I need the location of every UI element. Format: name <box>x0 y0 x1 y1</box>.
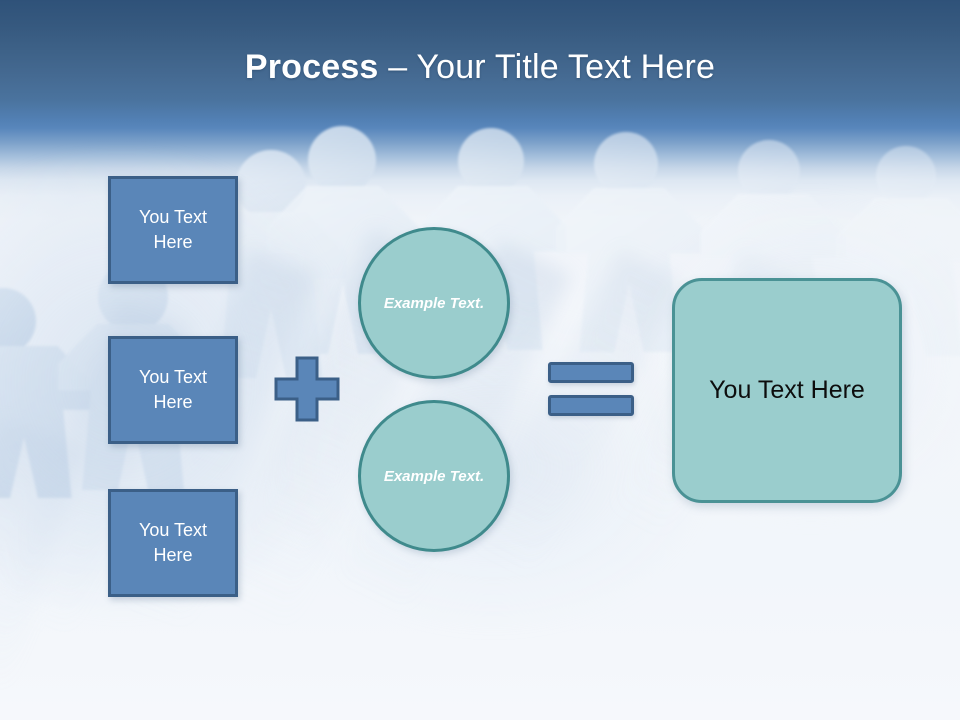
input-box-1-label: You Text Here <box>138 207 208 252</box>
factor-circle-2-label: Example Text. <box>383 467 485 485</box>
result-box-label: You Text Here <box>709 376 865 404</box>
factor-circle-1[interactable]: Example Text. <box>358 227 510 379</box>
slide-title-bar: Process – Your Title Text Here <box>0 0 960 128</box>
paper-doll-head <box>458 128 524 194</box>
input-box-3[interactable]: You Text Here <box>108 489 238 597</box>
result-box[interactable]: You Text Here <box>672 278 902 503</box>
input-box-2[interactable]: You Text Here <box>108 336 238 444</box>
page-title-strong: Process <box>244 47 379 86</box>
page-title: Process – Your Title Text Here <box>245 48 715 87</box>
factor-circle-1-label: Example Text. <box>383 294 485 312</box>
plus-icon <box>274 356 340 422</box>
paper-doll-head <box>738 140 800 202</box>
paper-doll-head <box>876 146 936 206</box>
equals-icon <box>548 362 634 416</box>
input-box-1[interactable]: You Text Here <box>108 176 238 284</box>
equals-bar-bottom <box>548 395 634 416</box>
paper-doll-head <box>594 132 658 196</box>
equals-bar-top <box>548 362 634 383</box>
input-box-3-label: You Text Here <box>138 520 208 565</box>
paper-doll-figure <box>836 146 960 356</box>
page-title-rest: – Your Title Text Here <box>378 47 716 86</box>
input-box-2-label: You Text Here <box>138 367 208 412</box>
factor-circle-2[interactable]: Example Text. <box>358 400 510 552</box>
